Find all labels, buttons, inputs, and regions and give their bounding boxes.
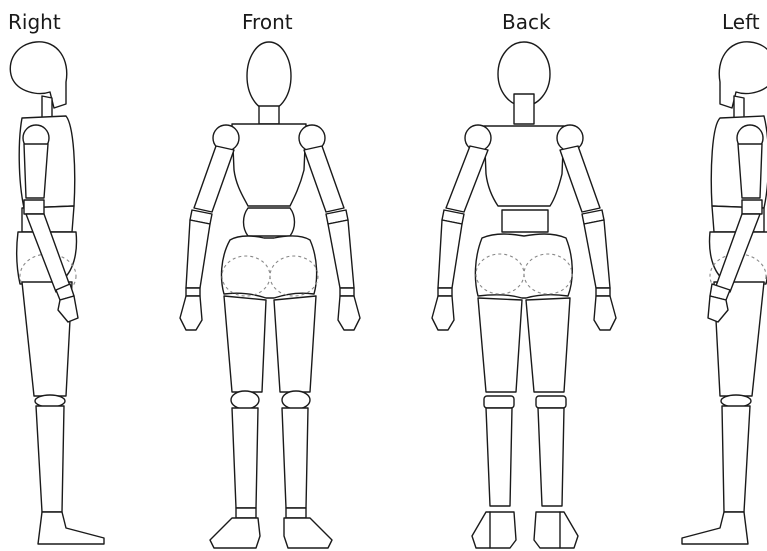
mannequin-right-view (10, 42, 104, 544)
mannequin-back-view (432, 42, 616, 548)
mannequin-front-view (180, 42, 360, 548)
mannequin-left-view (682, 42, 767, 544)
